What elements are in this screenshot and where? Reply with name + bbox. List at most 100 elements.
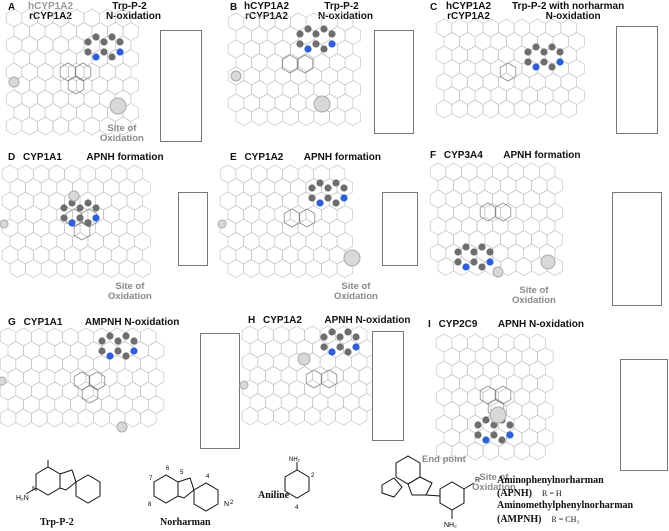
grid-hexagon [312,393,329,412]
grid-hexagon [235,26,252,45]
grid-hexagon [111,245,128,265]
grid-hexagon [235,53,252,72]
panel-letter: E [230,152,237,163]
heme-sphere [68,190,80,202]
nh2-label: NH₂ [289,457,301,463]
grid-hexagon [492,189,509,209]
grid-hexagon [83,62,100,82]
grid-hexagon [140,408,157,428]
grid-hexagon [443,347,460,366]
grid-hexagon [507,243,524,263]
legend-aminophenylnorharman: Aminophenylnorharman [497,475,604,486]
grid-hexagon [101,395,118,414]
grid-hexagon [545,18,562,38]
grid-hexagon [336,232,353,251]
carbon-atom [108,33,116,41]
grid-hexagon [482,333,499,353]
grid-hexagon [282,107,299,126]
grid-hexagon [521,401,538,420]
reaction-label: N-oxidation [106,11,161,22]
grid-hexagon [115,116,132,136]
grid-hexagon [545,99,562,119]
grid-hexagon [274,93,291,113]
carbon-atom [328,30,336,38]
carbon-atom [344,348,352,356]
grid-hexagon [258,232,276,251]
active-site-grid [0,164,151,278]
grid-hexagon [258,178,276,197]
grid-hexagon [235,218,252,238]
grid-hexagon [21,62,38,82]
grid-hexagon [40,205,58,224]
ring-hexagon [494,202,512,222]
grid-hexagon [46,354,63,374]
active-site-grid [429,162,563,278]
panel-g: G CYP1A1 AMPNH N-oxidation [0,315,240,455]
grid-hexagon [9,205,26,224]
ring-hexagon [283,208,301,228]
carbon-atom [490,431,498,439]
grid-hexagon [243,232,260,251]
side-view-box [374,30,414,134]
grid-hexagon [235,245,252,265]
grid-hexagon [83,8,100,28]
grid-hexagon [29,49,46,68]
grid-hexagon [5,8,23,28]
grid-hexagon [529,414,546,434]
grid-hexagon [126,218,143,238]
grid-hexagon [266,26,284,45]
grid-hexagon [490,59,507,78]
carbon-atom [470,258,478,266]
grid-hexagon [288,406,305,426]
grid-hexagon [435,18,453,38]
grid-hexagon [274,66,291,86]
grid-hexagon [5,89,23,109]
grid-hexagon [266,218,283,238]
grid-hexagon [521,86,538,105]
grid-hexagon [529,387,546,407]
grid-hexagon [257,352,274,372]
grid-hexagon [0,354,17,374]
grid-hexagon [290,259,307,278]
panel-letter: I [428,319,431,330]
grid-hexagon [506,347,523,366]
carbon-atom [506,421,514,429]
nitrogen-atom [92,214,100,222]
reaction-label: APNH formation [86,152,164,163]
grid-hexagon [241,406,259,426]
grid-hexagon [79,164,96,184]
carbon-atom [532,43,540,51]
grid-hexagon [523,189,540,209]
grid-hexagon [429,162,447,182]
grid-hexagon [298,107,315,126]
grid-hexagon [280,366,298,385]
heme-sphere [109,97,127,115]
carbon-atom [84,38,92,46]
trp-p-2-structure: H₂N N [16,460,101,504]
grid-hexagon [251,218,268,238]
grid-hexagon [435,72,453,92]
grid-hexagon [115,8,132,28]
carbon-atom [296,40,304,48]
grid-hexagon [243,178,260,197]
carbon-atom [316,179,324,187]
grid-hexagon [140,381,157,401]
legend-apnh: (APNH)R = H [497,488,562,499]
ring-hexagon [74,62,92,82]
heme-sphere [297,352,311,366]
ring-hexagon [479,385,497,405]
grid-hexagon [545,72,562,92]
grid-hexagon [109,381,126,401]
carbon-atom [474,431,482,439]
grid-hexagon [70,395,87,414]
grid-hexagon [5,116,23,136]
pos-2: 2 [230,500,234,506]
grid-hexagon [64,245,81,265]
grid-hexagon [13,22,30,41]
carbon-atom [540,58,548,66]
grid-hexagon [461,216,478,236]
pos-5: 5 [180,470,184,476]
grid-hexagon [227,178,244,197]
reaction-label: APNH N-oxidation [497,319,584,330]
